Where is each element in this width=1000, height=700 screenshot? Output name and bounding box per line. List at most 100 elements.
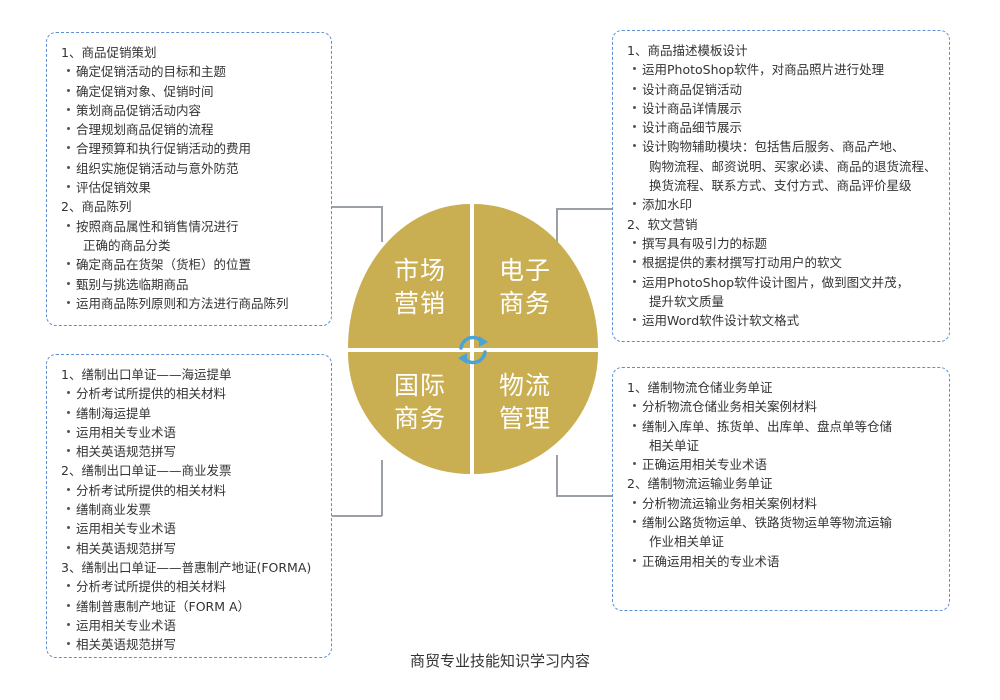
line-text: 正确运用相关的专业术语 <box>642 553 780 569</box>
section-heading: 2、商品陈列 <box>61 197 321 216</box>
bullet-dot-icon <box>67 69 70 73</box>
list-item: 提升软文质量 <box>627 292 939 311</box>
international-business-skills-box: 1、缮制出口单证——海运提单分析考试所提供的相关材料缮制海运提单运用相关专业术语… <box>46 354 332 658</box>
bullet-dot-icon <box>633 105 636 109</box>
list-item: 甄别与挑选临期商品 <box>61 275 321 294</box>
list-item: 缮制普惠制产地证（FORM A） <box>61 597 321 616</box>
list-item: 运用相关专业术语 <box>61 519 321 538</box>
line-text: 设计商品细节展示 <box>642 120 743 136</box>
list-item: 缮制公路货物运单、铁路货物运单等物流运输 <box>627 513 939 532</box>
quadrant-label: 国际 <box>393 371 446 400</box>
bullet-dot-icon <box>633 404 636 408</box>
bullet-dot-icon <box>67 127 70 131</box>
quadrant-label: 市场 <box>393 256 446 285</box>
section-heading: 2、缮制物流运输业务单证 <box>627 474 939 493</box>
line-text: 分析考试所提供的相关材料 <box>76 579 227 595</box>
list-item: 合理规划商品促销的流程 <box>61 120 321 139</box>
list-item: 评估促销效果 <box>61 178 321 197</box>
line-text: 运用相关专业术语 <box>76 424 177 440</box>
line-text: 分析物流仓储业务相关案例材料 <box>642 399 818 415</box>
bullet-dot-icon <box>67 165 70 169</box>
quadrant-international-business: 国际商务 <box>348 352 470 474</box>
line-text: 缮制普惠制产地证（FORM A） <box>76 598 251 614</box>
bullet-dot-icon <box>67 146 70 150</box>
quadrant-label: 管理 <box>498 404 551 433</box>
bullet-dot-icon <box>67 429 70 433</box>
line-text: 运用相关专业术语 <box>76 521 177 537</box>
line-text: 换货流程、联系方式、支付方式、商品评价星级 <box>649 178 912 194</box>
list-item: 合理预算和执行促销活动的费用 <box>61 139 321 158</box>
line-text: 相关英语规范拼写 <box>76 444 177 460</box>
list-item: 正确的商品分类 <box>61 236 321 255</box>
line-text: 添加水印 <box>642 197 693 213</box>
bullet-dot-icon <box>633 144 636 148</box>
connector-tl <box>381 206 383 242</box>
bullet-dot-icon <box>67 487 70 491</box>
ecommerce-skills-box: 1、商品描述模板设计运用PhotoShop软件，对商品照片进行处理设计商品促销活… <box>612 30 950 342</box>
bullet-dot-icon <box>67 449 70 453</box>
list-item: 确定促销活动的目标和主题 <box>61 62 321 81</box>
line-text: 合理规划商品促销的流程 <box>76 122 214 138</box>
bullet-dot-icon <box>67 88 70 92</box>
connector-bl <box>381 460 383 516</box>
bullet-dot-icon <box>633 125 636 129</box>
list-item: 分析物流运输业务相关案例材料 <box>627 494 939 513</box>
bullet-dot-icon <box>67 545 70 549</box>
line-text: 分析物流运输业务相关案例材料 <box>642 495 818 511</box>
line-text: 甄别与挑选临期商品 <box>76 276 189 292</box>
refresh-cycle-icon <box>458 335 488 365</box>
line-text: 确定促销活动的目标和主题 <box>76 64 227 80</box>
list-item: 运用PhotoShop软件设计图片，做到图文并茂， <box>627 273 939 292</box>
list-item: 相关单证 <box>627 436 939 455</box>
list-item: 撰写具有吸引力的标题 <box>627 234 939 253</box>
section-heading: 3、缮制出口单证——普惠制产地证(FORMA) <box>61 558 321 577</box>
section-heading: 1、缮制物流仓储业务单证 <box>627 378 939 397</box>
line-text: 运用PhotoShop软件，对商品照片进行处理 <box>642 62 885 78</box>
list-item: 相关英语规范拼写 <box>61 635 321 654</box>
quadrant-label: 电子 <box>498 256 551 285</box>
bullet-dot-icon <box>633 260 636 264</box>
line-text: 1、缮制出口单证——海运提单 <box>61 367 232 382</box>
line-text: 根据提供的素材撰写打动用户的软文 <box>642 255 843 271</box>
quadrant-label: 物流 <box>498 371 551 400</box>
line-text: 策划商品促销活动内容 <box>76 102 202 118</box>
bullet-dot-icon <box>633 86 636 90</box>
line-text: 缮制商业发票 <box>76 502 152 518</box>
line-text: 分析考试所提供的相关材料 <box>76 386 227 402</box>
connector-tr <box>556 208 558 242</box>
list-item: 按照商品属性和销售情况进行 <box>61 217 321 236</box>
line-text: 相关英语规范拼写 <box>76 540 177 556</box>
list-item: 缮制海运提单 <box>61 404 321 423</box>
bullet-dot-icon <box>633 520 636 524</box>
line-text: 相关单证 <box>649 437 700 453</box>
line-text: 运用相关专业术语 <box>76 617 177 633</box>
bullet-dot-icon <box>67 584 70 588</box>
quadrant-label: 商务 <box>498 289 551 318</box>
quadrant-label: 商务 <box>393 404 446 433</box>
quadrant-label: 营销 <box>393 289 446 318</box>
list-item: 确定商品在货架（货柜）的位置 <box>61 255 321 274</box>
bullet-dot-icon <box>67 223 70 227</box>
bullet-dot-icon <box>633 423 636 427</box>
line-text: 购物流程、邮资说明、买家必读、商品的退货流程、 <box>649 158 937 174</box>
line-text: 分析考试所提供的相关材料 <box>76 482 227 498</box>
line-text: 按照商品属性和销售情况进行 <box>76 218 239 234</box>
quadrant-ecommerce: 电子商务 <box>474 204 598 348</box>
line-text: 2、软文营销 <box>627 216 698 232</box>
bullet-dot-icon <box>67 642 70 646</box>
section-heading: 1、缮制出口单证——海运提单 <box>61 365 321 384</box>
line-text: 设计商品详情展示 <box>642 100 743 116</box>
bullet-dot-icon <box>633 500 636 504</box>
section-heading: 2、缮制出口单证——商业发票 <box>61 461 321 480</box>
list-item: 缮制商业发票 <box>61 500 321 519</box>
logistics-skills-box: 1、缮制物流仓储业务单证分析物流仓储业务相关案例材料缮制入库单、拣货单、出库单、… <box>612 367 950 611</box>
line-text: 评估促销效果 <box>76 180 152 196</box>
bullet-dot-icon <box>67 410 70 414</box>
line-text: 正确运用相关专业术语 <box>642 457 768 473</box>
list-item: 缮制入库单、拣货单、出库单、盘点单等仓储 <box>627 417 939 436</box>
bullet-dot-icon <box>633 462 636 466</box>
list-item: 设计商品细节展示 <box>627 118 939 137</box>
section-heading: 1、商品促销策划 <box>61 43 321 62</box>
line-text: 合理预算和执行促销活动的费用 <box>76 141 252 157</box>
bullet-dot-icon <box>633 318 636 322</box>
